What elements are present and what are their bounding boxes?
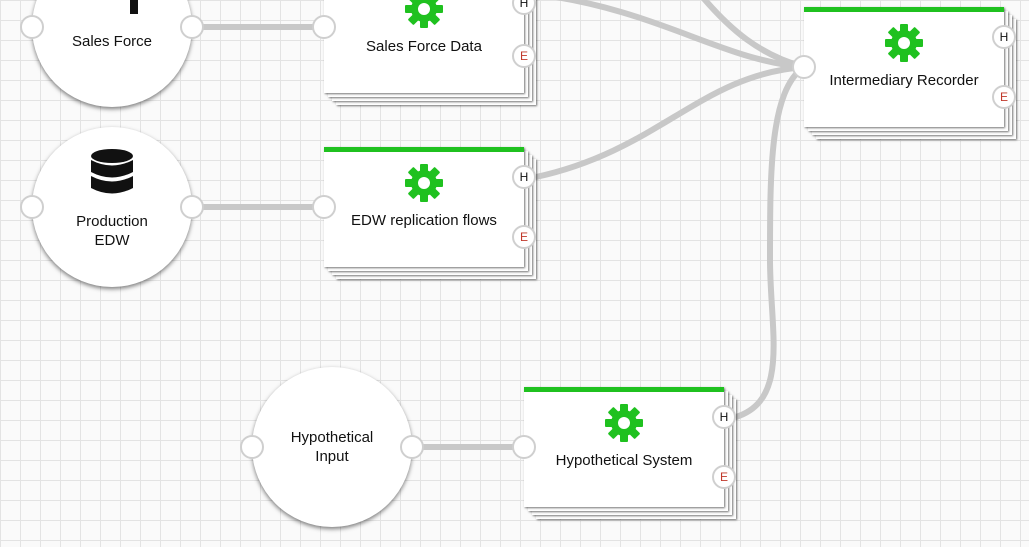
e-port-badge[interactable]: E [512, 44, 536, 68]
edge-hypothetical-to-recorder [733, 64, 807, 420]
e-port-badge[interactable]: E [712, 465, 736, 489]
input-port[interactable] [512, 435, 536, 459]
output-port[interactable] [180, 15, 204, 39]
card-title: Intermediary Recorder [829, 72, 979, 89]
e-port-badge[interactable]: E [512, 225, 536, 249]
gear-icon [605, 404, 643, 442]
system-card-hypothetical-system[interactable]: Hypothetical System H E [524, 387, 736, 519]
card-title: EDW replication flows [351, 212, 497, 229]
output-port[interactable] [400, 435, 424, 459]
card-title: Sales Force Data [366, 38, 482, 55]
gear-icon [405, 0, 443, 28]
h-port-badge[interactable]: H [992, 25, 1016, 49]
source-node-hypothetical-input[interactable]: Hypothetical Input [252, 367, 412, 527]
node-label: Production EDW [76, 213, 148, 249]
output-port[interactable] [180, 195, 204, 219]
gear-icon [885, 24, 923, 62]
input-port[interactable] [312, 195, 336, 219]
e-port-badge[interactable]: E [992, 85, 1016, 109]
gear-icon [405, 164, 443, 202]
database-icon [130, 0, 138, 14]
h-port-badge[interactable]: H [512, 0, 536, 15]
node-label: Sales Force [71, 33, 153, 50]
card-title: Hypothetical System [555, 452, 693, 469]
input-port[interactable] [240, 435, 264, 459]
input-port[interactable] [20, 15, 44, 39]
database-icon [91, 149, 133, 194]
edge-edw-to-recorder [533, 64, 807, 180]
input-port[interactable] [312, 15, 336, 39]
system-card-edw-replication-flows[interactable]: EDW replication flows H E [324, 147, 536, 279]
node-label: Hypothetical Input [290, 429, 374, 465]
system-card-sales-force-data[interactable]: Sales Force Data H E [324, 0, 536, 105]
h-port-badge[interactable]: H [512, 165, 536, 189]
edge-sales-data-to-recorder [555, 0, 807, 70]
input-port[interactable] [20, 195, 44, 219]
edge-top-to-recorder [701, 0, 807, 70]
input-port[interactable] [792, 55, 816, 79]
system-card-intermediary-recorder[interactable]: Intermediary Recorder H E [804, 7, 1016, 139]
h-port-badge[interactable]: H [712, 405, 736, 429]
source-node-production-edw[interactable]: Production EDW [32, 127, 192, 287]
